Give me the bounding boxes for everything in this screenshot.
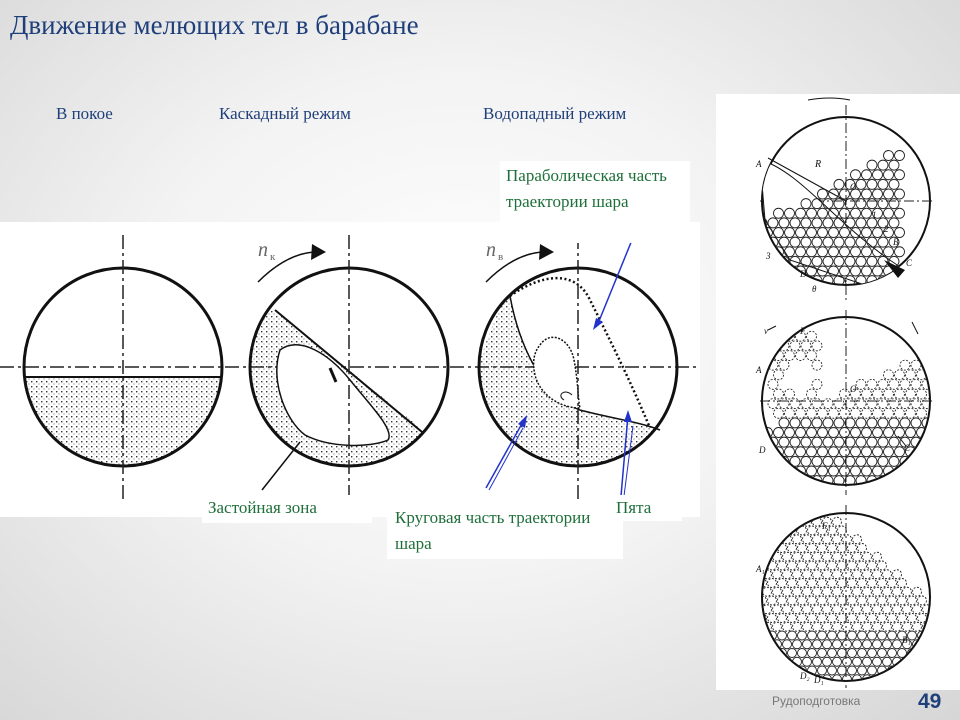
- callout-heel: Пята: [610, 495, 682, 521]
- nk-label: n: [258, 239, 268, 261]
- drum-diagram-panel: [0, 222, 700, 517]
- label-cataract: Водопадный режим: [483, 104, 627, 123]
- mid-label-A: A: [755, 365, 762, 375]
- callout-circular-path: Круговая часть траектории шара: [387, 503, 623, 559]
- top-label-theta: θ: [812, 284, 817, 294]
- mid-label-D: D: [758, 445, 766, 455]
- top-label-B: B: [893, 237, 899, 247]
- top-label-O: O: [850, 182, 857, 192]
- nk-subscript: к: [270, 251, 276, 263]
- ball-drum-bottom: [761, 505, 931, 688]
- top-label-A: A: [755, 159, 762, 169]
- mid-label-F: F: [799, 326, 806, 336]
- label-rest: В покое: [56, 104, 113, 123]
- drum-cascade: [248, 235, 450, 500]
- bot-label-D1: D₁: [813, 675, 824, 685]
- ball-drum-middle: [760, 310, 935, 495]
- ball-motion-panel: [716, 94, 960, 690]
- footer-topic: Рудоподготовка: [772, 694, 861, 708]
- mid-label-C: C: [904, 443, 911, 453]
- label-cascade: Каскадный режим: [219, 104, 351, 123]
- bot-label-A1: A₁: [755, 564, 765, 574]
- top-label-2: 2: [884, 224, 889, 234]
- nv-label: n: [486, 239, 496, 261]
- top-label-C: C: [906, 258, 913, 268]
- top-label-D: D: [799, 269, 807, 279]
- top-label-1: 1: [872, 210, 877, 220]
- callout-arrows: [485, 239, 634, 497]
- callout-parabolic: Параболическая часть траектории шара: [500, 161, 690, 243]
- top-label-alpha: α: [896, 268, 901, 278]
- callout-stagnant-zone: Застойная зона: [202, 495, 372, 523]
- nv-subscript: в: [498, 251, 503, 263]
- slide-title: Движение мелющих тел в барабане: [10, 10, 419, 40]
- top-label-3: 3: [765, 251, 771, 261]
- top-label-R: R: [814, 159, 821, 170]
- bot-label-B1: B₁: [902, 635, 911, 645]
- mid-label-v: v: [764, 326, 768, 336]
- ball-drum-top: [760, 97, 935, 300]
- drum-cataract: [477, 235, 679, 500]
- bot-label-F1: F₁: [821, 521, 831, 531]
- page-number: 49: [918, 690, 942, 713]
- bot-label-D2: D₂: [799, 671, 810, 681]
- mid-label-O: O: [850, 384, 857, 394]
